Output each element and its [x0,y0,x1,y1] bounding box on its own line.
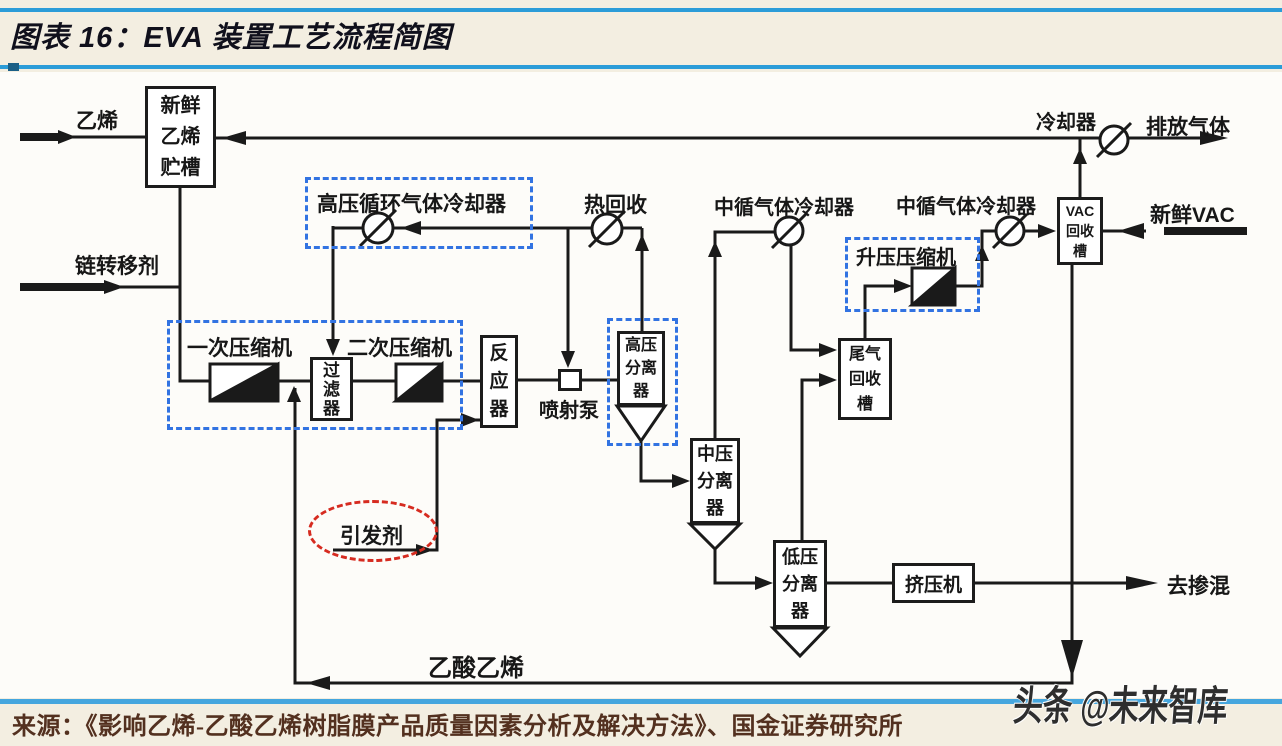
to-blending-label: 去掺混 [1167,575,1230,598]
lp-separator-box: 低压 分离 器 [773,540,827,628]
filter-text: 过 [323,360,340,380]
mp-separator-funnel [686,522,744,552]
mid-recycle-cooler-2-icon [991,212,1029,250]
mp-separator-box: 中压 分离 器 [690,438,740,524]
booster-compressor-label: 升压压缩机 [856,247,956,269]
heat-recovery-label: 热回收 [584,194,647,217]
page-title: 图表 16：EVA 装置工艺流程简图 [10,22,452,54]
mp-separator-text: 器 [706,497,724,518]
lp-separator-text: 分离 [782,573,818,594]
bottom-rule [0,699,1282,704]
mid-recycle-cooler-1-icon [770,212,808,250]
hp-separator-box: 高压 分离 器 [617,331,665,406]
watermark: 头条 @未来智库 [1011,683,1230,729]
hp-separator-dashed-box [607,318,678,446]
fresh-ethylene-tank: 新鲜 乙烯 贮槽 [145,86,216,188]
tail-gas-tank-text: 槽 [856,395,873,413]
tail-gas-tank-box: 尾气 回收 槽 [838,338,892,420]
jet-pump-label: 喷射泵 [539,400,599,422]
tail-gas-tank-text: 尾气 [848,345,881,363]
compressor-dashed-box [167,320,463,430]
tail-gas-tank-text: 回收 [848,370,881,388]
ethylene-label: 乙烯 [76,110,118,133]
jet-pump-box [558,369,582,391]
heat-recovery-cooler-icon [587,209,627,249]
secondary-compressor-label: 二次压缩机 [347,337,452,360]
filter-text: 器 [323,398,340,418]
fresh-ethylene-tank-text: 乙烯 [160,125,201,148]
lp-separator-text: 器 [791,600,809,621]
filter-text: 滤 [323,379,340,399]
mp-separator-text: 分离 [697,470,733,491]
vac-tank-text: 回收 [1066,223,1094,239]
booster-compressor-icon [907,264,957,307]
hp-separator-text: 器 [632,383,649,400]
cooler-label: 冷却器 [1036,112,1096,134]
vac-tank-text: VAC [1065,203,1095,219]
hp-separator-funnel [614,404,668,444]
vac-tank-box: VAC 回收 槽 [1057,197,1103,265]
hp-recycle-cooler-icon [358,208,398,248]
reactor-text: 应 [489,370,509,392]
fresh-vac-label: 新鲜VAC [1150,204,1235,227]
title-rule [0,63,1282,71]
mid-cooler-1-label: 中循气体冷却器 [714,197,854,219]
rule-cap [8,63,19,71]
compressor-icons [208,264,957,403]
cooler-icons [358,121,1133,250]
fresh-ethylene-tank-text: 贮槽 [160,156,201,179]
lp-separator-funnel [769,626,831,659]
primary-compressor-icon [208,361,280,403]
top-rule [0,8,1282,12]
separator-funnels [614,404,831,659]
vent-gas-label: 排放气体 [1146,116,1230,139]
chain-transfer-label: 链转移剂 [75,255,159,278]
primary-compressor-label: 一次压缩机 [187,337,292,360]
hp-separator-text: 分离 [624,360,657,377]
hp-cooler-dashed-box [305,177,533,249]
reactor-box: 反 应 器 [480,335,518,428]
vinyl-acetate-label: 乙酸乙烯 [428,655,524,682]
hp-separator-text: 高压 [624,337,657,354]
hp-recycle-cooler-label: 高压循环气体冷却器 [317,193,506,216]
filter-box: 过 滤 器 [310,357,353,421]
initiator-label: 引发剂 [340,525,403,548]
mp-separator-text: 中压 [697,443,733,464]
reactor-text: 器 [489,398,509,420]
source-note: 来源：《影响乙烯-乙酸乙烯树脂膜产品质量因素分析及解决方法》、国金证券研究所 [12,714,903,740]
vent-cooler-icon [1095,121,1133,159]
secondary-compressor-icon [391,360,444,403]
lp-separator-text: 低压 [782,546,818,567]
mid-cooler-2-label: 中循气体冷却器 [896,196,1036,218]
extruder-box: 挤压机 [892,563,975,603]
vac-tank-text: 槽 [1073,243,1087,259]
initiator-ellipse [308,500,438,562]
extruder-text: 挤压机 [904,574,962,596]
fresh-ethylene-tank-text: 新鲜 [160,94,201,117]
booster-dashed-box [845,237,980,312]
reactor-text: 反 [489,342,509,364]
